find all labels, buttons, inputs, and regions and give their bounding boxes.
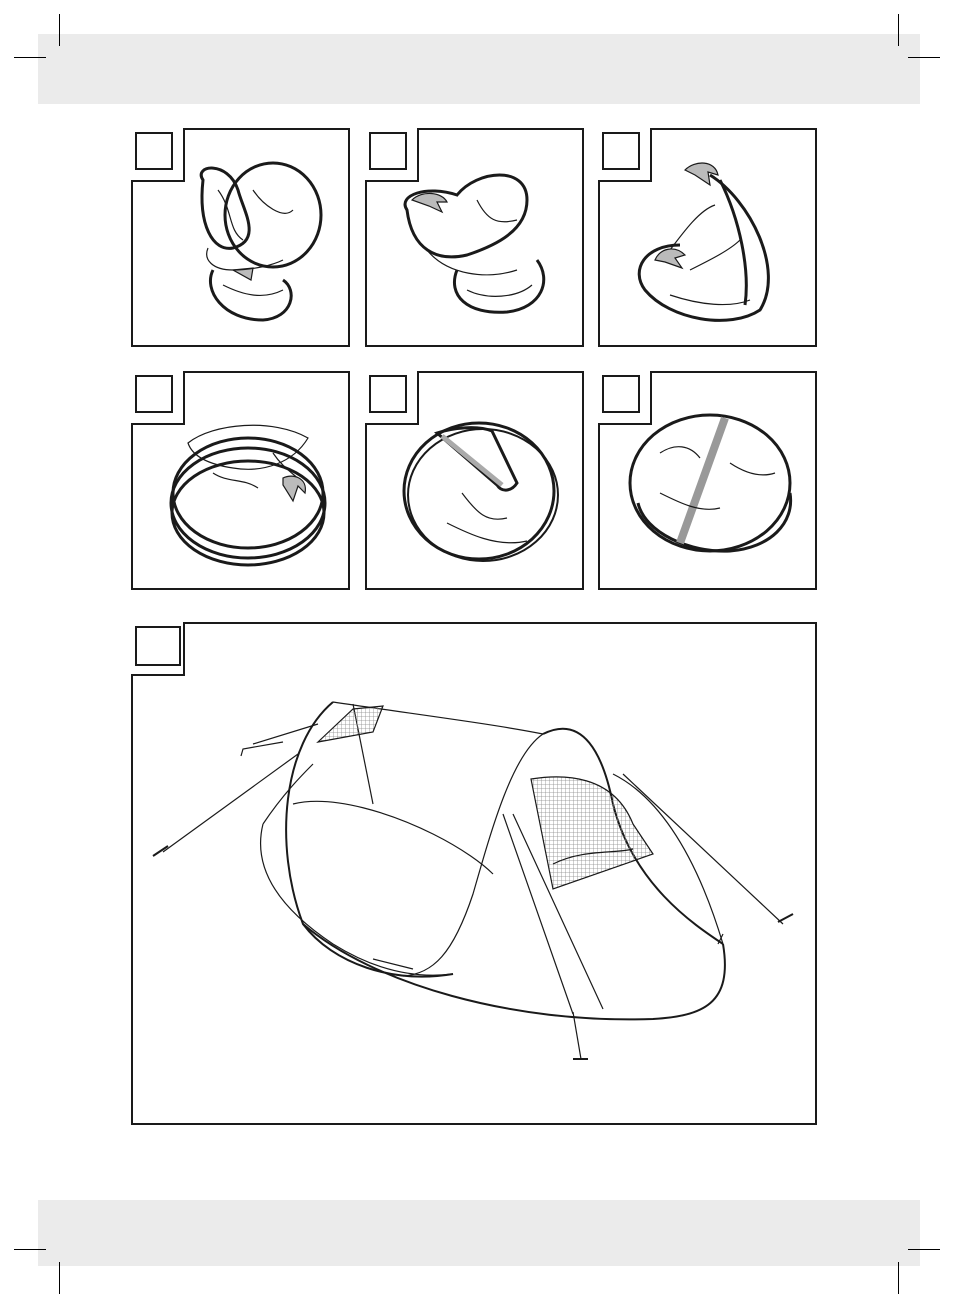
header-band — [38, 34, 920, 104]
footer-band — [38, 1200, 920, 1266]
step-number-box-5 — [369, 375, 407, 413]
step-number-box-4 — [135, 375, 173, 413]
tent-folding-roll-icon — [637, 162, 770, 322]
tent-packed-disc-icon — [628, 413, 793, 553]
step-panel-1 — [131, 128, 350, 347]
step-panel-2 — [365, 128, 584, 347]
step-panel-6 — [598, 371, 817, 590]
step-panel-4 — [131, 371, 350, 590]
step-number-box-7 — [135, 626, 181, 666]
tent-folding-twist-icon — [199, 161, 323, 322]
step-number-box-3 — [602, 132, 640, 170]
step-number-box-6 — [602, 375, 640, 413]
step-number-box-2 — [369, 132, 407, 170]
tent-coiled-rings-icon — [169, 424, 327, 567]
step-panel-7 — [131, 622, 817, 1125]
step-panel-5 — [365, 371, 584, 590]
tent-folding-fold-over-icon — [403, 173, 546, 314]
step-number-box-1 — [135, 132, 173, 170]
step-panel-3 — [598, 128, 817, 347]
pop-up-tent-assembled-icon — [152, 701, 794, 1060]
tent-coiled-strap-icon — [402, 421, 559, 562]
